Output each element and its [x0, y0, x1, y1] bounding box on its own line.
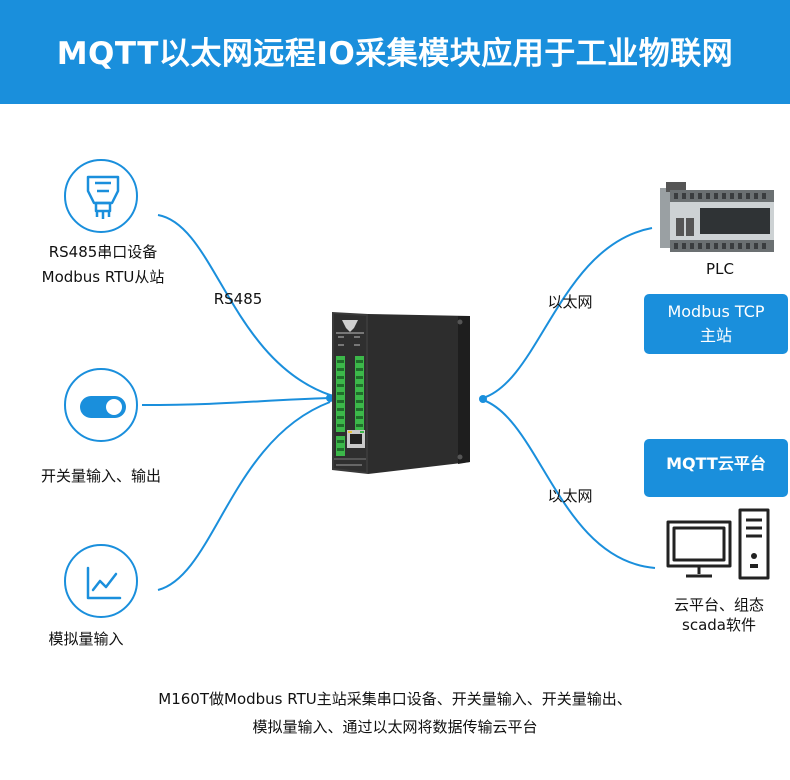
wire-switch: [141, 397, 331, 406]
wire-serial: [157, 214, 331, 396]
switch-io-label: 开关量输入、输出: [40, 467, 161, 485]
cloud-platform-label: 云平台、组态: [673, 596, 764, 614]
serial-protocol-label: Modbus RTU从站: [41, 268, 165, 286]
wire-cloud: [482, 399, 656, 569]
toggle-switch-icon: [64, 368, 138, 442]
caption-line1: M160T做Modbus RTU主站采集串口设备、开关量输入、开关量输出、: [158, 690, 632, 708]
modbus-tcp-badge-line2: 主站: [699, 326, 732, 345]
plc-link-label: 以太网: [547, 293, 593, 311]
m160t-io-module: [330, 312, 480, 482]
analog-input-label: 模拟量输入: [48, 630, 124, 648]
computer-workstation-icon: [666, 508, 770, 580]
page-title: MQTT以太网远程IO采集模块应用于工业物联网: [56, 36, 734, 72]
plc-label: PLC: [706, 260, 734, 278]
plc-device-icon: [660, 182, 774, 252]
modbus-tcp-master-badge: Modbus TCP 主站: [644, 294, 788, 354]
rs485-bus-label: RS485: [213, 290, 263, 308]
serial-port-icon: [64, 159, 138, 233]
right-junction-dot: [479, 395, 487, 403]
header-banner: MQTT以太网远程IO采集模块应用于工业物联网: [0, 0, 790, 104]
line-chart-icon: [64, 544, 138, 618]
mqtt-cloud-badge: MQTT云平台: [644, 439, 788, 497]
serial-device-label: RS485串口设备: [48, 243, 158, 261]
cloud-link-label: 以太网: [547, 487, 593, 505]
modbus-tcp-badge-line1: Modbus TCP: [667, 302, 765, 321]
wire-analog: [157, 401, 331, 591]
scada-software-label: scada软件: [682, 616, 756, 634]
wire-plc: [482, 227, 653, 399]
caption-line2: 模拟量输入、通过以太网将数据传输云平台: [252, 718, 538, 736]
